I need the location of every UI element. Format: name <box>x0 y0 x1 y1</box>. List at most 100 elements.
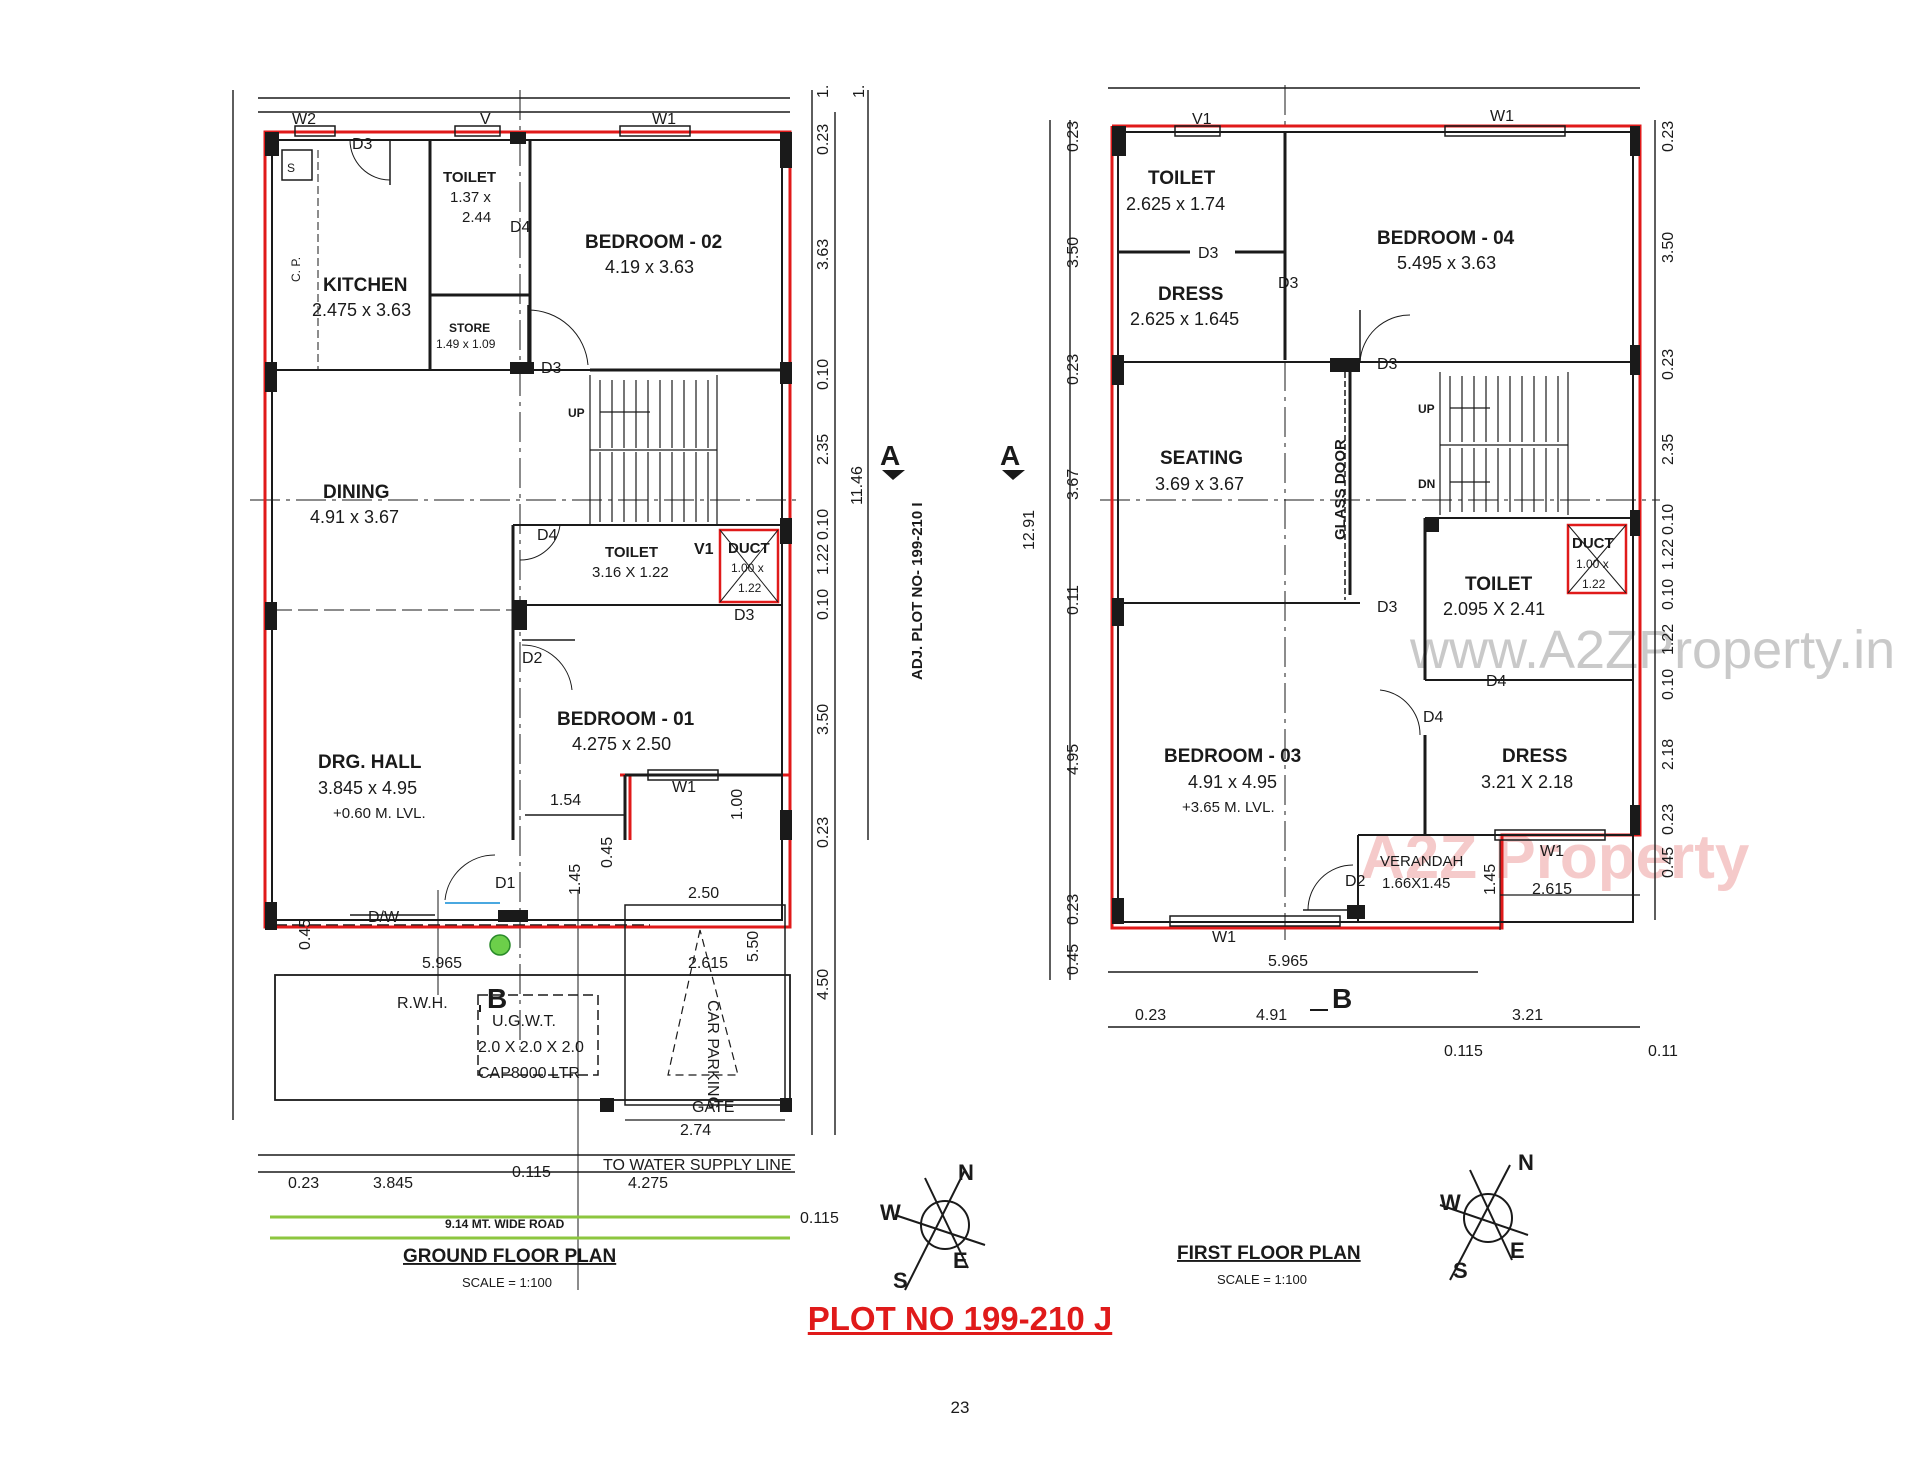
ff-stair-dn: DN <box>1418 477 1435 491</box>
ff-bedroom03-size: 4.91 x 4.95 <box>1188 772 1277 792</box>
gf-dim-right-0: 0.23 <box>815 124 832 155</box>
gf-top-mark-1: 1. <box>815 85 832 98</box>
gf-road: 9.14 MT. WIDE ROAD <box>445 1217 565 1231</box>
gf-dim-2-74: 2.74 <box>680 1122 711 1139</box>
gf-ugwt-line2: 2.0 X 2.0 X 2.0 <box>478 1039 584 1056</box>
ff-dress-a-size: 2.625 x 1.645 <box>1130 309 1239 329</box>
compass-ff-n: N <box>1518 1150 1534 1175</box>
gf-window-v1: V1 <box>694 541 714 558</box>
ff-door-d3-stair: D3 <box>1377 356 1398 373</box>
ff-bedroom03-name: BEDROOM - 03 <box>1164 746 1301 767</box>
gf-car-parking: CAR PARKING <box>704 1000 721 1109</box>
gf-dim-right-6: 0.10 <box>815 589 832 620</box>
ff-overall-dim: 12.91 <box>1021 510 1038 550</box>
ff-seating-size: 3.69 x 3.67 <box>1155 474 1244 494</box>
ff-verandah-name: VERANDAH <box>1380 853 1463 870</box>
watermark: www.A2ZProperty.in A2Z Property <box>1360 620 1895 892</box>
gf-bedroom01-name: BEDROOM - 01 <box>557 709 695 730</box>
ff-dim-right-1: 3.50 <box>1660 232 1677 263</box>
gf-dim-bottom-4: 0.115 <box>800 1210 839 1227</box>
ff-scale: SCALE = 1:100 <box>1217 1272 1307 1287</box>
gf-dim-1-54: 1.54 <box>550 792 581 809</box>
gf-dim-bottom-2: 0.115 <box>512 1164 551 1181</box>
gf-door-d4-mid: D4 <box>537 527 558 544</box>
ff-bedroom04-size: 5.495 x 3.63 <box>1397 253 1496 273</box>
gf-top-mark-2: 1. <box>851 85 868 98</box>
gf-door-d4-toilet: D4 <box>510 219 531 236</box>
ff-dim-left-4: 0.11 <box>1065 585 1082 615</box>
gf-dim-right-8: 0.23 <box>815 817 832 848</box>
ff-dim-left-0: 0.23 <box>1065 121 1082 152</box>
gf-drg-hall-name: DRG. HALL <box>318 752 422 773</box>
ff-glass-door: GLASS DOOR <box>1332 439 1349 540</box>
ff-dim-left-1: 3.50 <box>1065 237 1082 268</box>
ff-duct-size-a: 1.00 x <box>1576 557 1609 571</box>
gf-stair-up: UP <box>568 406 585 420</box>
compass-ff-s: S <box>1453 1258 1468 1283</box>
compass-gf-w: W <box>880 1200 901 1225</box>
gf-dining-size: 4.91 x 3.67 <box>310 507 399 527</box>
ff-dim-right-2: 0.23 <box>1660 349 1677 380</box>
compass-gf-n: N <box>958 1160 974 1185</box>
ff-toilet-b-size: 2.095 X 2.41 <box>1443 599 1545 619</box>
ff-dim-bottom-0: 0.23 <box>1135 1007 1166 1024</box>
ff-door-d3-bed4: D3 <box>1278 275 1299 292</box>
section-a-right-gf: A <box>880 440 900 471</box>
ff-dim-right-6: 0.10 <box>1660 579 1677 610</box>
ff-door-d4-b: D4 <box>1423 709 1444 726</box>
compass-gf-s: S <box>893 1268 908 1293</box>
gf-toilet-mid-name: TOILET <box>605 544 658 561</box>
ff-dress-a-name: DRESS <box>1158 284 1223 305</box>
gf-dim-5-965: 5.965 <box>422 955 462 972</box>
gf-kitchen-size: 2.475 x 3.63 <box>312 300 411 320</box>
ff-door-d3-mid: D3 <box>1377 599 1398 616</box>
ff-seating-name: SEATING <box>1160 448 1243 469</box>
gf-door-d3-kitchen: D3 <box>352 136 373 153</box>
ff-dim-right-11: 0.45 <box>1660 847 1677 878</box>
ff-bedroom03-level: +3.65 M. LVL. <box>1182 799 1275 816</box>
section-b-ff: B <box>1332 983 1352 1014</box>
ff-door-d4-a: D4 <box>1486 673 1507 690</box>
gf-bedroom02-size: 4.19 x 3.63 <box>605 257 694 277</box>
gf-drg-hall-size: 3.845 x 4.95 <box>318 778 417 798</box>
gf-toilet-mid-size: 3.16 X 1.22 <box>592 564 669 581</box>
gf-to-water-supply: TO WATER SUPPLY LINE <box>603 1157 792 1174</box>
gf-window-w1-top: W1 <box>652 111 676 128</box>
gf-dim-bottom-1: 3.845 <box>373 1175 413 1192</box>
gf-door-d1: D1 <box>495 875 516 892</box>
gf-dim-1-00: 1.00 <box>729 789 746 820</box>
section-markers: A A B B <box>479 440 1352 1014</box>
gf-dim-right-3: 2.35 <box>815 434 832 465</box>
gf-dim-bottom-0: 0.23 <box>288 1175 319 1192</box>
ff-window-v1: V1 <box>1192 111 1212 128</box>
ff-dim-left-2: 0.23 <box>1065 354 1082 385</box>
gf-gate: GATE <box>692 1099 734 1116</box>
gf-toilet-top-size-a: 1.37 x <box>450 189 491 206</box>
gf-kitchen-name: KITCHEN <box>323 275 407 296</box>
gf-duct-name: DUCT <box>728 540 770 557</box>
section-a-left-ff: A <box>1000 440 1020 471</box>
gf-dim-1-45: 1.45 <box>567 864 584 895</box>
ff-duct-size-b: 1.22 <box>1582 577 1606 591</box>
compass-ground-floor-labels: N W E S <box>880 1160 974 1293</box>
ff-dim-right-10: 0.23 <box>1660 804 1677 835</box>
plot-title: PLOT NO 199-210 J <box>807 1300 1113 1337</box>
gf-dim-2-615: 2.615 <box>688 955 728 972</box>
compass-gf-e: E <box>953 1248 968 1273</box>
gf-window-v: V <box>480 111 491 128</box>
gf-ugwt-line1: U.G.W.T. <box>492 1013 556 1030</box>
ff-title: FIRST FLOOR PLAN <box>1177 1243 1361 1264</box>
gf-store-name: STORE <box>449 321 490 335</box>
ff-duct-name: DUCT <box>1572 535 1614 552</box>
compass-ground-floor <box>894 1169 986 1291</box>
gf-dim-right-9: 4.50 <box>815 969 832 1000</box>
gf-scale: SCALE = 1:100 <box>462 1275 552 1290</box>
ff-verandah-size: 1.66X1.45 <box>1382 875 1450 892</box>
gf-overall-dim: 11.46 <box>849 466 866 505</box>
gf-dim-right-2: 0.10 <box>815 359 832 390</box>
ground-floor-plan <box>232 90 869 1290</box>
gf-dim-0-45-left: 0.45 <box>297 919 314 950</box>
gf-dining-name: DINING <box>323 482 390 503</box>
ff-dim-right-4: 0.10 <box>1660 504 1677 535</box>
